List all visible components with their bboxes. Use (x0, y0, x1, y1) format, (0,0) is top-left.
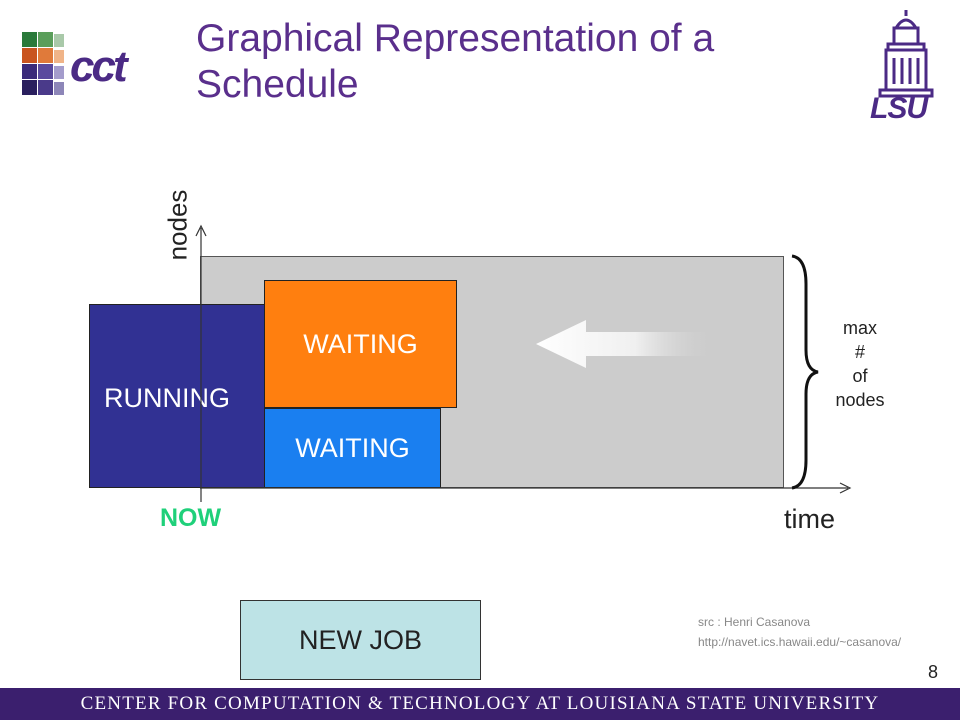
lsu-logo-text: LSU (870, 92, 928, 125)
shift-left-arrow-icon (536, 318, 716, 370)
waiting-job-top-label: WAITING (303, 328, 418, 359)
lsu-tower-icon (878, 10, 934, 98)
cct-logo: cct (20, 30, 170, 110)
brace-label-line-1: max (842, 318, 877, 338)
brace-label-line-3: of (852, 366, 868, 386)
page-number: 8 (928, 662, 939, 682)
source-citation: src : Henri Casanova http://navet.ics.ha… (698, 612, 901, 652)
waiting-job-bottom: WAITING (264, 408, 441, 488)
y-axis-label: nodes (162, 189, 193, 261)
footer-text: CENTER FOR COMPUTATION & TECHNOLOGY AT L… (80, 693, 880, 714)
new-job-box: NEW JOB (240, 600, 481, 680)
running-job: RUNNING (89, 304, 266, 488)
max-nodes-label: max # of nodes (822, 316, 898, 412)
cct-logo-text: cct (70, 42, 128, 91)
source-author: src : Henri Casanova (698, 615, 811, 629)
x-axis-label: time (784, 504, 836, 534)
waiting-job-bottom-label: WAITING (295, 432, 410, 463)
brace-label-line-2: # (854, 342, 865, 362)
footer-banner: CENTER FOR COMPUTATION & TECHNOLOGY AT L… (0, 688, 960, 720)
brace-label-line-4: nodes (835, 390, 885, 410)
running-job-label: RUNNING (104, 382, 230, 413)
lsu-logo: LSU (866, 4, 946, 125)
slide-title: Graphical Representation of a Schedule (196, 17, 715, 106)
new-job-label: NEW JOB (298, 624, 422, 655)
source-url: http://navet.ics.hawaii.edu/~casanova/ (698, 635, 902, 649)
now-label: NOW (160, 504, 222, 532)
waiting-job-top: WAITING (264, 280, 457, 408)
cct-logo-graphic (22, 32, 64, 95)
x-axis-arrowhead (839, 482, 852, 494)
right-brace-icon (791, 254, 819, 490)
